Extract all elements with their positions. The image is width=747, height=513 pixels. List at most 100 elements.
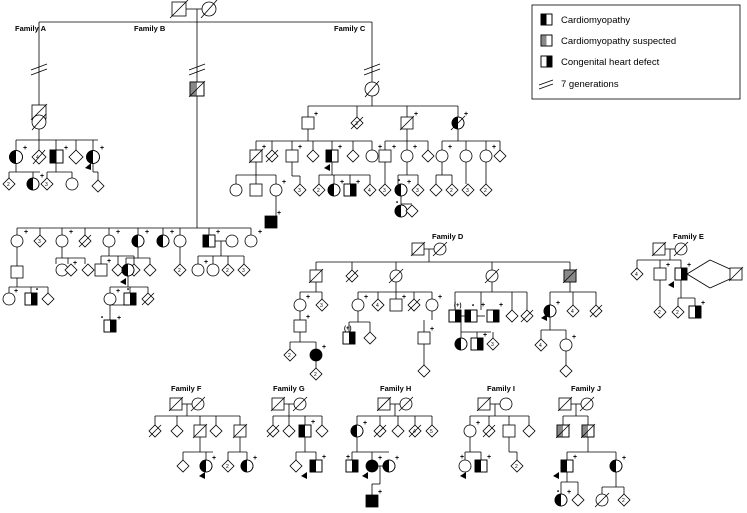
tested-positive-marker: + xyxy=(107,258,111,265)
svg-text:2: 2 xyxy=(288,353,291,359)
tested-positive-marker: + xyxy=(100,145,104,152)
svg-text:3: 3 xyxy=(466,188,469,194)
tested-positive-marker: + xyxy=(402,294,406,301)
family-f: Family F + 2 + xyxy=(148,384,257,479)
svg-text:2: 2 xyxy=(622,498,625,504)
tested-positive-marker: + xyxy=(69,229,73,236)
family-h: Family H + 4 5 + + + + xyxy=(345,384,439,508)
family-j: Family J + + • + 2 xyxy=(553,384,631,508)
tested-positive-marker: + xyxy=(448,144,452,151)
family-b: + 3 + + + + + + + • xyxy=(2,22,262,333)
tested-positive-marker: + xyxy=(476,420,480,427)
tested-positive-marker: + xyxy=(306,314,310,321)
svg-text:2: 2 xyxy=(226,268,229,274)
family-i: Family I + + + 2 xyxy=(458,384,536,479)
tested-positive-marker: + xyxy=(378,144,382,151)
svg-text:4: 4 xyxy=(413,429,416,435)
tested-positive-marker: + xyxy=(212,455,216,462)
svg-text:2: 2 xyxy=(178,268,181,274)
tested-positive-marker: + xyxy=(116,288,120,295)
family-j-label: Family J xyxy=(571,384,601,393)
tested-positive-marker: + xyxy=(216,229,220,236)
tested-positive-marker: + xyxy=(567,489,571,496)
svg-text:•: • xyxy=(127,287,129,293)
svg-text:2: 2 xyxy=(658,310,661,316)
family-c: + 3 + + + + + + xyxy=(229,22,507,229)
svg-text:5: 5 xyxy=(430,429,433,435)
tested-positive-marker: + xyxy=(430,326,434,333)
tested-positive-marker: + xyxy=(145,229,149,236)
svg-text:2: 2 xyxy=(314,372,317,378)
svg-text:4: 4 xyxy=(36,155,39,161)
tested-positive-marker: + xyxy=(170,229,174,236)
tested-positive-marker: + xyxy=(282,179,286,186)
tested-positive-marker: + xyxy=(438,294,442,301)
svg-text:(+): (+) xyxy=(344,326,352,332)
legend: Cardiomyopathy Cardiomyopathy suspected … xyxy=(531,4,741,100)
family-e: Family E 4 + + 2 2 + xyxy=(630,232,744,319)
family-h-label: Family H xyxy=(380,384,411,393)
tested-positive-marker: + xyxy=(23,145,27,152)
tested-positive-marker: + xyxy=(701,300,705,307)
svg-text:•: • xyxy=(472,303,474,309)
svg-text:3: 3 xyxy=(355,121,358,127)
svg-text:3: 3 xyxy=(45,182,48,188)
svg-text:4: 4 xyxy=(635,272,638,278)
legend-suspected-label: Cardiomyopathy suspected xyxy=(561,36,676,47)
tested-positive-marker: + xyxy=(687,262,691,269)
tested-positive-marker: + xyxy=(306,294,310,301)
svg-text:3: 3 xyxy=(383,188,386,194)
family-e-label: Family E xyxy=(673,232,704,241)
tested-positive-marker: + xyxy=(622,455,626,462)
tested-positive-marker: + xyxy=(395,455,399,462)
tested-positive-marker: + xyxy=(573,454,577,461)
svg-text:2: 2 xyxy=(450,188,453,194)
tested-positive-marker: + xyxy=(378,455,382,462)
svg-text:2: 2 xyxy=(226,464,229,470)
legend-box xyxy=(531,4,741,100)
tested-positive-marker: + xyxy=(378,489,382,496)
family-d-label: Family D xyxy=(432,232,464,241)
svg-text:4: 4 xyxy=(571,309,574,315)
svg-text:•: • xyxy=(36,287,38,293)
svg-text:•: • xyxy=(398,178,400,184)
tested-positive-marker: + xyxy=(340,179,344,186)
tested-positive-marker: + xyxy=(392,144,396,151)
tested-positive-marker: + xyxy=(298,144,302,151)
tested-positive-marker: + xyxy=(481,302,485,309)
tested-positive-marker: + xyxy=(14,288,18,295)
tested-positive-marker: + xyxy=(204,259,208,266)
tested-positive-marker: + xyxy=(116,229,120,236)
svg-text:2: 2 xyxy=(515,464,518,470)
svg-text:3: 3 xyxy=(320,303,323,309)
tested-positive-marker: + xyxy=(572,334,576,341)
svg-text:3: 3 xyxy=(242,268,245,274)
svg-text:2: 2 xyxy=(484,188,487,194)
svg-text:2: 2 xyxy=(7,182,10,188)
tested-positive-marker: + xyxy=(258,229,262,236)
tested-positive-marker: + xyxy=(487,454,491,461)
tested-positive-marker: + xyxy=(363,420,367,427)
tested-positive-marker: + xyxy=(464,111,468,118)
family-g: Family G + + xyxy=(266,384,329,479)
svg-text:3: 3 xyxy=(38,239,41,245)
tested-positive-marker: + xyxy=(346,454,350,461)
family-g-label: Family G xyxy=(273,384,305,393)
svg-text:•: • xyxy=(557,489,559,495)
tested-positive-marker: + xyxy=(322,454,326,461)
tested-positive-marker: + xyxy=(499,302,503,309)
tested-positive-marker: + xyxy=(314,111,318,118)
tested-positive-marker: + xyxy=(277,210,281,217)
tested-positive-marker: + xyxy=(322,344,326,351)
svg-text:4: 4 xyxy=(376,303,379,309)
family-a-label: Family A xyxy=(15,24,47,33)
tested-positive-marker: + xyxy=(666,262,670,269)
svg-text:3: 3 xyxy=(298,188,301,194)
legend-cardiomyopathy-label: Cardiomyopathy xyxy=(561,15,630,26)
family-i-label: Family I xyxy=(487,384,515,393)
family-a: + 4 + + 2 + 3 xyxy=(2,22,105,193)
family-c-label: Family C xyxy=(334,24,366,33)
legend-chd-label: Congenital heart defect xyxy=(561,57,660,68)
tested-positive-marker: + xyxy=(117,315,121,322)
tested-positive-marker: + xyxy=(262,144,266,151)
